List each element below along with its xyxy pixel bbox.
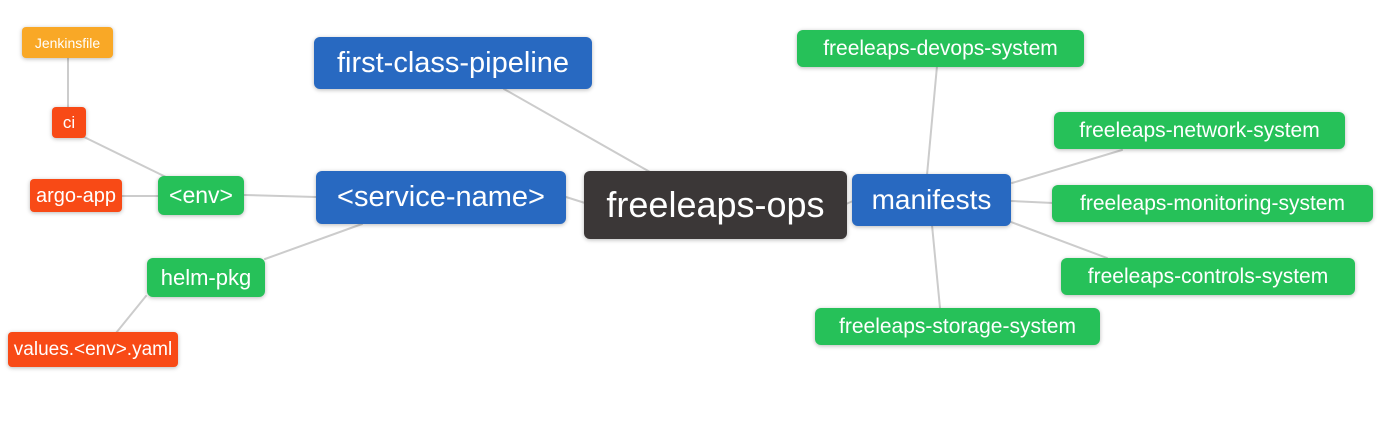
node-first-class-pipeline[interactable]: first-class-pipeline (314, 37, 592, 89)
node-freeleaps-ops-root[interactable]: freeleaps-ops (584, 171, 847, 239)
edge-manifests-controls-system (1010, 221, 1108, 259)
node-argo-app[interactable]: argo-app (30, 179, 122, 212)
node-devops-system[interactable]: freeleaps-devops-system (797, 30, 1084, 67)
edge-manifests-network-system (1011, 149, 1123, 184)
edge-ci-env (81, 135, 171, 180)
node-values-env-yaml[interactable]: values.<env>.yaml (8, 332, 178, 367)
node-monitoring-system[interactable]: freeleaps-monitoring-system (1052, 185, 1373, 222)
node-manifests[interactable]: manifests (852, 174, 1011, 226)
node-env[interactable]: <env> (158, 176, 244, 215)
edge-freeleaps-ops-manifests (845, 200, 854, 205)
edge-helm-pkg-service-name (264, 223, 363, 260)
edge-manifests-devops-system (926, 65, 938, 176)
edge-env-service-name (243, 194, 317, 198)
node-network-system[interactable]: freeleaps-network-system (1054, 112, 1345, 149)
node-service-name[interactable]: <service-name> (316, 171, 566, 224)
node-controls-system[interactable]: freeleaps-controls-system (1061, 258, 1355, 295)
edge-manifests-storage-system (931, 224, 941, 309)
node-helm-pkg[interactable]: helm-pkg (147, 258, 265, 297)
edge-pipeline-freeleaps-ops (503, 88, 651, 173)
node-ci[interactable]: ci (52, 107, 86, 138)
edge-manifests-monitoring-system (1010, 200, 1054, 204)
edge-service-name-freeleaps-ops (565, 196, 586, 204)
node-storage-system[interactable]: freeleaps-storage-system (815, 308, 1100, 345)
node-jenkinsfile[interactable]: Jenkinsfile (22, 27, 113, 58)
edge-helm-pkg-values-env-yaml (115, 295, 147, 334)
